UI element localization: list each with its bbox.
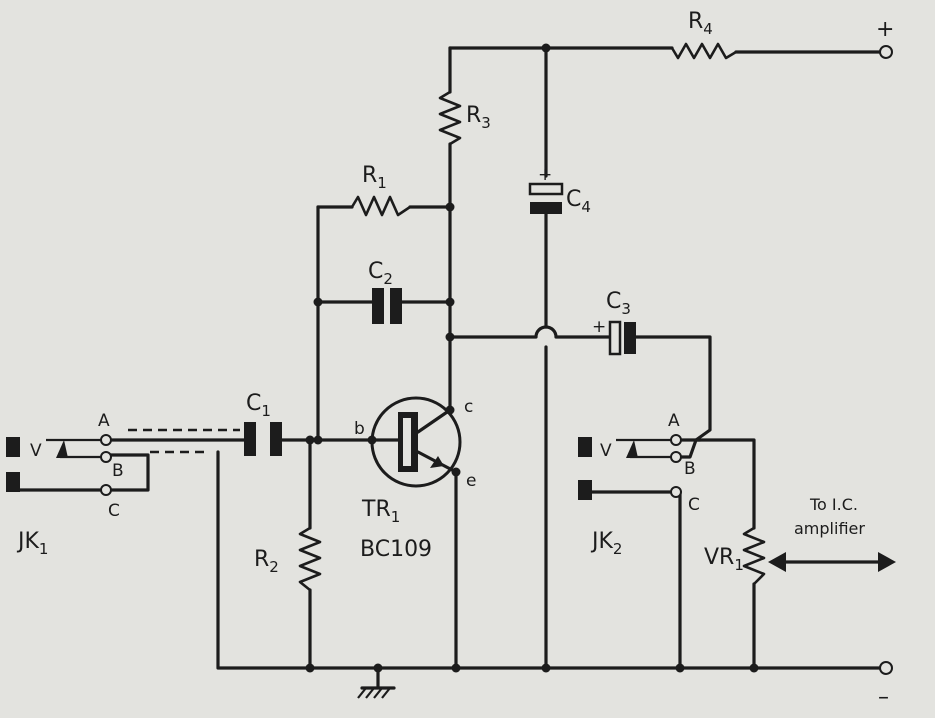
jk1-a-label: A	[98, 411, 110, 431]
junctions	[305, 43, 759, 673]
r2-label: R2	[254, 547, 279, 576]
r3-resistor	[438, 90, 462, 146]
r1-resistor	[350, 195, 411, 217]
c2-capacitor	[372, 288, 402, 324]
positive-label: +	[876, 17, 894, 42]
labels: R4 R3 R1 R2 C2 C1 C4 C3 TR1 BC109 JK1 JK…	[16, 9, 894, 710]
c4-label: C4	[566, 187, 591, 216]
output-note-line1: To I.C.	[809, 495, 858, 514]
tr1-part-number: BC109	[360, 537, 432, 562]
vr1-resistor	[742, 526, 766, 585]
vr1-label: VR1	[704, 545, 744, 574]
c2-label: C2	[368, 259, 393, 288]
base-pin-label: b	[354, 419, 365, 439]
c4-capacitor	[528, 182, 564, 214]
c1-label: C1	[246, 391, 271, 420]
positive-terminal	[879, 45, 893, 59]
c3-label: C3	[606, 289, 631, 318]
output-arrow-icon	[768, 552, 896, 572]
emitter-arrow-icon	[430, 456, 444, 468]
jk2-b-label: B	[684, 459, 696, 479]
r4-label: R4	[688, 9, 713, 38]
output-note-line2: amplifier	[794, 519, 865, 538]
c3-capacitor	[608, 320, 636, 356]
jk1-c-label: C	[108, 501, 120, 521]
jack-jk1	[6, 434, 112, 496]
negative-label: –	[878, 685, 889, 710]
r3-label: R3	[466, 103, 491, 132]
wiring	[108, 46, 885, 699]
jk2-label: JK2	[590, 529, 622, 558]
jk2-tip-icon	[626, 440, 638, 458]
c4-plus-label: +	[538, 165, 552, 185]
c1-capacitor	[244, 422, 282, 456]
jk1-b-label: B	[112, 461, 124, 481]
screened-cable	[128, 428, 240, 454]
jk1-v-label: V	[30, 441, 42, 461]
negative-terminal	[879, 661, 893, 675]
r1-label: R1	[362, 163, 387, 192]
capacitors	[244, 182, 636, 456]
collector-pin-label: c	[464, 397, 473, 417]
tr1-label: TR1	[361, 497, 400, 526]
jk1-label: JK1	[16, 529, 48, 558]
c3-plus-label: +	[592, 317, 606, 337]
r4-resistor	[670, 42, 737, 60]
jk2-v-label: V	[600, 441, 612, 461]
r2-resistor	[298, 526, 322, 592]
resistors	[298, 42, 766, 592]
jk2-a-label: A	[668, 411, 680, 431]
emitter-pin-label: e	[466, 471, 476, 491]
jack-jk2	[578, 434, 682, 500]
jk2-c-label: C	[688, 495, 700, 515]
jk1-tip-icon	[56, 440, 68, 458]
